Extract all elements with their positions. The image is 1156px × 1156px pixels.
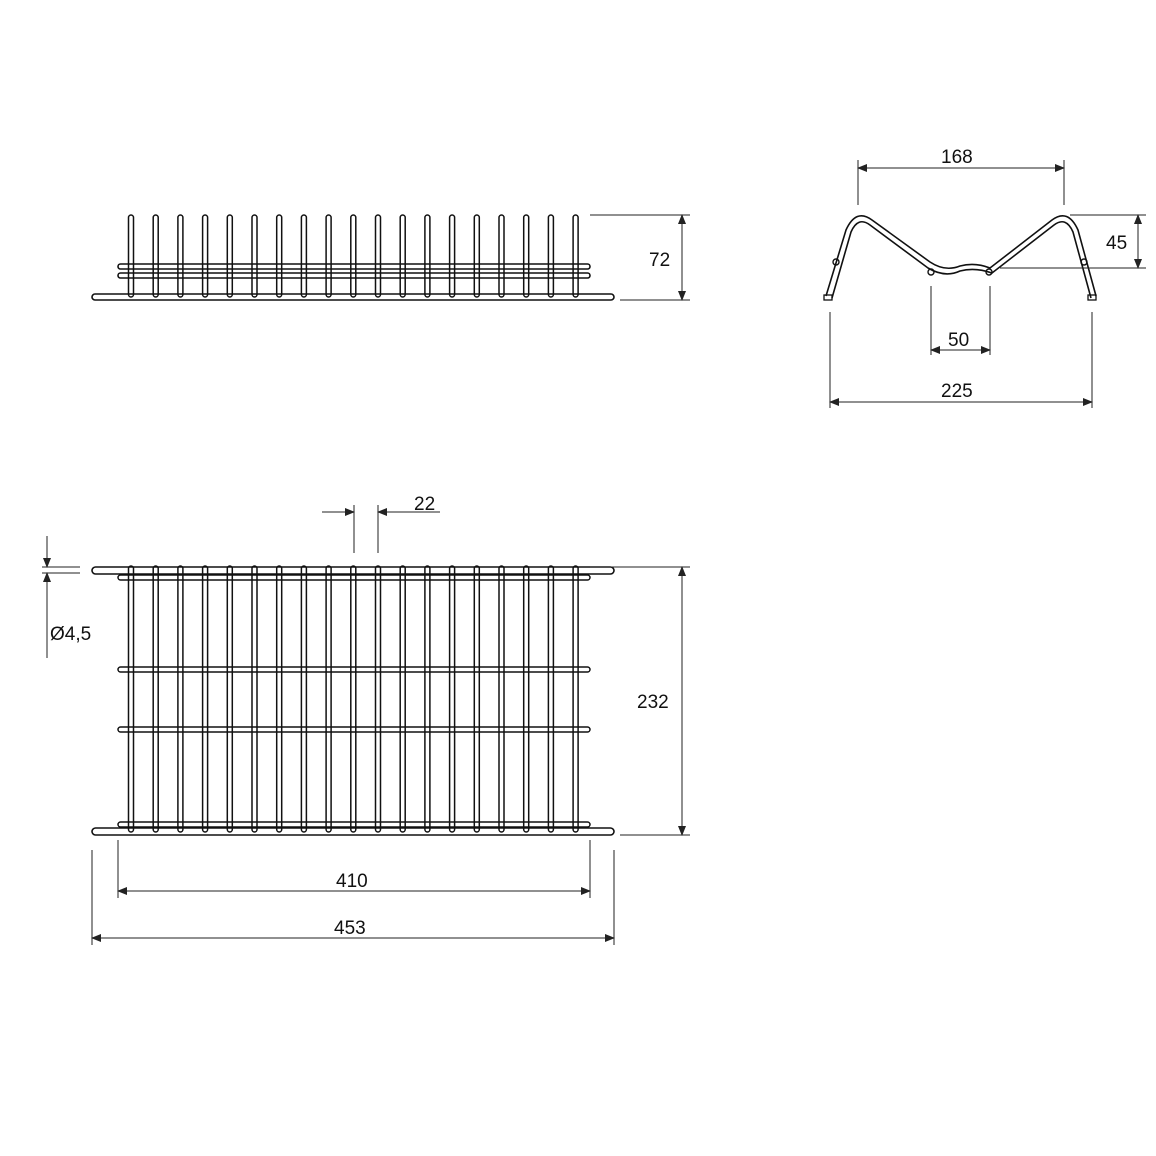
- side-tine: [325, 214, 332, 298]
- side-view: [91, 214, 615, 301]
- profile-joint-left: [832, 258, 840, 266]
- top-longitudinal-wire: [325, 565, 332, 833]
- top-inner-length-label: 410: [336, 871, 368, 892]
- top-longitudinal-wire: [275, 565, 283, 833]
- side-tine: [547, 214, 555, 298]
- top-longitudinal-wire: [522, 565, 530, 833]
- profile-crest-height-label: 45: [1106, 233, 1127, 254]
- side-tine: [275, 214, 283, 298]
- profile-joint-right: [1080, 258, 1088, 266]
- profile-joint-mid-left: [927, 268, 935, 276]
- top-inner-length-dimension: 410: [117, 840, 591, 898]
- side-tine: [473, 214, 481, 298]
- side-tine: [448, 214, 456, 298]
- side-base-bar: [91, 293, 615, 301]
- side-tine: [572, 214, 579, 298]
- side-tine: [300, 214, 308, 298]
- side-height-label: 72: [649, 250, 670, 271]
- side-tine: [498, 214, 505, 298]
- side-tine: [177, 214, 184, 298]
- top-longitudinal-wire: [547, 565, 555, 833]
- top-wire-diameter-label: Ø4,5: [50, 624, 91, 645]
- profile-outer-wire: [825, 214, 1097, 297]
- top-cross-rail-4: [117, 821, 591, 828]
- top-depth-dimension: 232: [590, 566, 690, 836]
- side-tine: [350, 214, 357, 298]
- profile-foot-left: [823, 294, 833, 301]
- profile-top-span-label: 168: [941, 147, 973, 168]
- side-lower-rail: [117, 272, 591, 279]
- side-height-dimension: 72: [590, 214, 690, 301]
- side-tine: [399, 214, 406, 298]
- side-view-tines: [127, 214, 579, 298]
- profile-view: [823, 214, 1097, 301]
- top-longitudinal-wire: [448, 565, 456, 833]
- profile-joint-mid-right: [985, 268, 993, 276]
- top-longitudinal-wire: [201, 565, 209, 833]
- top-longitudinal-wire: [350, 565, 357, 833]
- side-tine: [152, 214, 159, 298]
- top-cross-rail-2: [117, 666, 591, 673]
- profile-inner-wire: [831, 220, 1092, 299]
- top-view-longitudinal-wires: [127, 565, 579, 833]
- top-cross-rail-1: [117, 574, 591, 581]
- top-longitudinal-wire: [498, 565, 505, 833]
- top-end-bar-bottom: [91, 827, 615, 836]
- top-longitudinal-wire: [177, 565, 184, 833]
- top-pitch-dimension: 22: [322, 494, 440, 553]
- top-longitudinal-wire: [251, 565, 258, 833]
- profile-foot-right: [1087, 294, 1097, 301]
- profile-crest-height-dimension: 45: [1000, 214, 1146, 269]
- side-upper-rail: [117, 263, 591, 270]
- top-cross-rail-3: [117, 726, 591, 733]
- top-overall-length-label: 453: [334, 918, 366, 939]
- top-longitudinal-wire: [300, 565, 308, 833]
- side-tine: [424, 214, 431, 298]
- top-longitudinal-wire: [152, 565, 159, 833]
- profile-overall-width-label: 225: [941, 381, 973, 402]
- top-pitch-label: 22: [414, 494, 435, 515]
- top-longitudinal-wire: [473, 565, 481, 833]
- top-longitudinal-wire: [424, 565, 431, 833]
- side-tine: [522, 214, 530, 298]
- top-longitudinal-wire: [374, 565, 382, 833]
- profile-inner-span-dimension: 50: [930, 286, 991, 355]
- top-longitudinal-wire: [399, 565, 406, 833]
- top-view: [91, 565, 615, 836]
- top-longitudinal-wire: [127, 565, 135, 833]
- side-tine: [251, 214, 258, 298]
- top-longitudinal-wire: [572, 565, 579, 833]
- side-tine: [226, 214, 234, 298]
- side-tine: [374, 214, 382, 298]
- side-tine: [201, 214, 209, 298]
- top-end-bar-top: [91, 566, 615, 575]
- profile-inner-span-label: 50: [948, 330, 969, 351]
- top-longitudinal-wire: [226, 565, 234, 833]
- top-depth-label: 232: [637, 692, 669, 713]
- top-wire-diameter-dimension: Ø4,5: [42, 536, 91, 658]
- profile-top-span-dimension: 168: [857, 147, 1065, 205]
- top-overall-length-dimension: 453: [91, 850, 615, 945]
- profile-overall-width-dimension: 225: [829, 312, 1093, 408]
- side-tine: [127, 214, 135, 298]
